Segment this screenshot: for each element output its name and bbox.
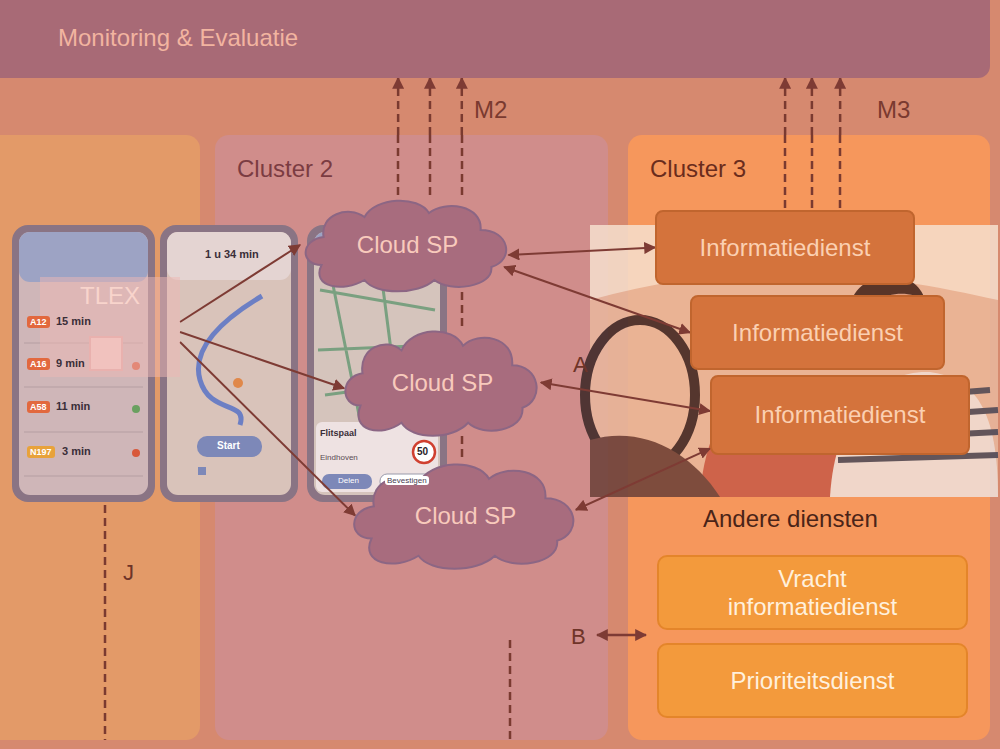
dashed-guide <box>461 436 464 462</box>
connector-arrow <box>180 245 300 322</box>
dashed-guide <box>509 640 512 740</box>
service-box: Informatiedienst <box>655 210 915 285</box>
node-label: Cloud SP <box>357 231 458 259</box>
start-button <box>197 436 262 457</box>
share-button <box>322 474 372 489</box>
callout-letter: A <box>573 352 588 377</box>
callout-letter: J <box>123 560 134 585</box>
dashed-arrow <box>839 78 842 135</box>
cluster-panel: Cluster 2 Cloud SP Cloud SP Cloud SP <box>215 135 608 740</box>
cluster-panel: Cluster 3InformatiedienstInformatiediens… <box>628 135 990 740</box>
dashed-arrow <box>429 78 432 135</box>
callout-label: M2 <box>474 96 507 124</box>
node-label: Vracht informatiedienst <box>698 565 928 620</box>
phone-text: 9 min <box>56 357 85 370</box>
list-separator <box>24 476 143 477</box>
status-dot <box>132 405 140 413</box>
connector-arrow <box>509 248 655 256</box>
cloud-shape: Cloud SP <box>300 195 515 295</box>
cloud-shape: Cloud SP <box>340 325 545 440</box>
phone-text: Eindhoven <box>320 453 358 462</box>
dashed-guide <box>397 135 400 200</box>
dashboard <box>590 436 720 497</box>
title-band: Monitoring & Evaluatie <box>0 0 990 78</box>
service-box: Informatiedienst <box>710 375 970 455</box>
service-box: Informatiedienst <box>690 295 945 370</box>
dashed-guide <box>429 135 432 200</box>
node-label: Informatiedienst <box>755 401 926 429</box>
dashed-guide <box>461 135 464 200</box>
dashed-guide <box>104 505 107 740</box>
dashed-arrow <box>397 78 400 135</box>
service-box: Prioriteitsdienst <box>657 643 968 718</box>
road-badge: N197 <box>27 446 55 458</box>
phone-text: 15 min <box>56 315 91 328</box>
cloud-path <box>354 465 573 569</box>
road-badge: A12 <box>27 316 50 328</box>
node-label: Cloud SP <box>415 502 516 530</box>
panel-title: Cluster 3 <box>650 155 746 183</box>
phone-text: Bevestigen <box>385 476 429 485</box>
phone-text: 3 min <box>62 445 91 458</box>
dashed-guide <box>784 135 787 210</box>
section-heading: Andere diensten <box>703 505 878 533</box>
connector-arrow <box>541 383 710 412</box>
node-label: Prioriteitsdienst <box>730 667 894 695</box>
node-label: Informatiedienst <box>700 234 871 262</box>
callout-letter: B <box>571 624 586 649</box>
speed-sign <box>413 441 435 463</box>
road-badge: A16 <box>27 358 50 370</box>
phone-text: Flitspaal <box>320 428 357 438</box>
phone-header <box>167 232 291 280</box>
phone-text: Delen <box>336 476 361 485</box>
dashed-guide <box>461 292 464 330</box>
panel-title: Cluster 2 <box>237 155 333 183</box>
phone-text: 1 u 34 min <box>205 248 259 261</box>
dashed-guide <box>811 135 814 210</box>
list-separator <box>24 387 143 388</box>
connector-arrow <box>576 449 710 510</box>
double-arrow <box>597 634 646 637</box>
connector-arrow <box>180 332 344 388</box>
map-pin <box>233 378 243 388</box>
phone-text: 11 min <box>56 400 90 413</box>
node-label: Monitoring & Evaluatie <box>58 24 298 52</box>
cloud-path <box>345 332 536 436</box>
node-label: TLEX <box>80 283 140 309</box>
dashed-arrow <box>784 78 787 135</box>
cloud-path <box>306 201 507 292</box>
road-badge: A58 <box>27 401 50 413</box>
dashed-arrow <box>811 78 814 135</box>
phone-text: Start <box>217 440 240 452</box>
phone-frame <box>160 225 298 502</box>
service-box: Vracht informatiedienst <box>657 555 968 630</box>
route-line <box>198 296 262 425</box>
list-separator <box>24 432 143 433</box>
node-label: Informatiedienst <box>732 319 903 347</box>
node-label: Cloud SP <box>392 369 493 397</box>
dashed-arrow <box>461 78 464 135</box>
status-dot <box>132 449 140 457</box>
checkbox <box>198 467 206 475</box>
phone-text: 50 <box>416 446 429 458</box>
dashed-guide <box>839 135 842 210</box>
cloud-shape: Cloud SP <box>348 458 583 573</box>
phone-header <box>19 232 148 282</box>
callout-label: M3 <box>877 96 910 124</box>
